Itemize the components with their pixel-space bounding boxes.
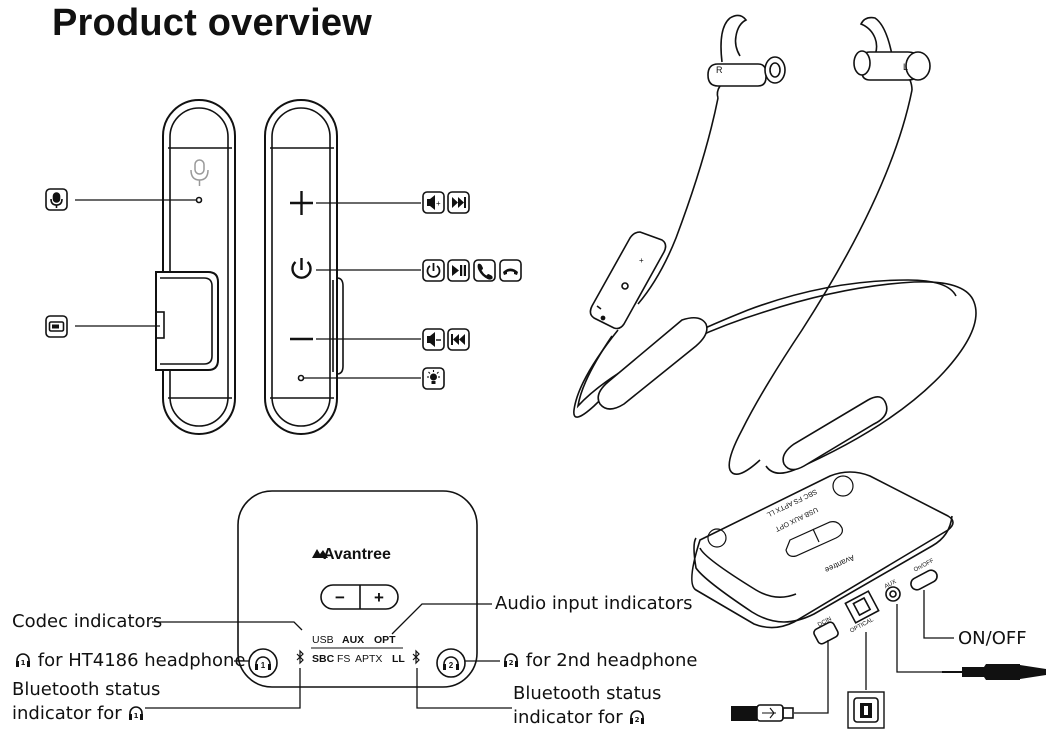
svg-text:1: 1 <box>21 659 26 667</box>
headphone-1-icon: 1 <box>129 706 144 720</box>
mic-icon <box>45 188 68 211</box>
bluetooth-icon <box>412 649 420 665</box>
port-onoff-label: On/OFF <box>913 558 935 574</box>
next-track-icon <box>447 191 470 214</box>
port-aux-label: AUX <box>884 579 898 590</box>
onoff-label: ON/OFF <box>958 628 1027 649</box>
svg-text:2: 2 <box>449 661 454 670</box>
transmitter-3d-view: Avantree USB AUX OPT SBC FS APTX LL DCIN… <box>691 471 954 645</box>
bluetooth-status-2-label: Bluetooth status indicator for 2 <box>513 683 662 728</box>
headphone-2-icon: 2 <box>630 710 645 724</box>
remote-back-view <box>155 99 236 435</box>
remote-front-view <box>264 99 344 435</box>
optical-plug-icon <box>847 691 885 729</box>
transmitter-front-panel: Avantree − + USB AUX OPT SBC FS APTX LL … <box>237 490 478 688</box>
headphone-2-label: 2 for 2nd headphone <box>502 650 697 671</box>
right-earbud-label: R <box>716 65 723 75</box>
power-icon <box>422 259 445 282</box>
svg-text:+: + <box>639 256 644 265</box>
svg-text:2: 2 <box>509 659 514 667</box>
audio-jack-icon <box>942 664 1046 680</box>
indicator-sbc: SBC <box>312 653 335 665</box>
charge-port-icon <box>45 315 68 338</box>
bluetooth-icon <box>296 649 304 665</box>
play-pause-icon <box>447 259 470 282</box>
neckband-earphones: R L + <box>573 14 977 476</box>
brand-logo-text: Avantree <box>323 546 391 563</box>
svg-text:1: 1 <box>134 712 139 720</box>
call-icon <box>473 259 496 282</box>
headphone-1-icon: 1 <box>16 653 30 667</box>
svg-text:2: 2 <box>635 716 640 724</box>
indicator-aptx: APTX <box>355 653 382 665</box>
codec-indicators-label: Codec indicators <box>12 611 163 632</box>
indicator-ll: LL <box>392 653 405 665</box>
audio-input-indicators-label: Audio input indicators <box>495 593 693 614</box>
plus-button-mark <box>290 191 313 215</box>
bluetooth-status-1-label: Bluetooth status indicator for 1 <box>12 679 161 724</box>
hang-up-icon <box>499 259 522 282</box>
port-dcin-label: DCIN <box>817 616 833 628</box>
volume-up-icon: + <box>422 191 445 214</box>
headphone-1-label: 1 for HT4186 headphone <box>14 650 246 671</box>
left-earbud-label: L <box>903 62 908 72</box>
headphone-1-button[interactable]: 1 <box>248 648 278 678</box>
usb-cable-icon <box>731 704 794 722</box>
prev-track-icon <box>447 328 470 351</box>
clip <box>155 271 219 371</box>
volume-down-icon <box>422 328 445 351</box>
indicator-aux: AUX <box>342 634 364 646</box>
brand-logo-icon <box>312 549 328 558</box>
minus-button[interactable]: − <box>335 588 345 607</box>
indicator-opt: OPT <box>374 634 396 646</box>
indicator-fs: FS <box>337 653 350 665</box>
plus-button[interactable]: + <box>374 588 384 607</box>
mic-hole-icon <box>190 159 209 186</box>
indicator-usb: USB <box>312 634 334 646</box>
svg-text:1: 1 <box>261 661 266 670</box>
headphone-2-button[interactable]: 2 <box>436 648 466 678</box>
power-button-mark <box>291 258 312 279</box>
led-light-icon <box>422 367 445 390</box>
headphone-2-icon: 2 <box>504 653 518 667</box>
svg-text:+: + <box>436 199 441 208</box>
page-title: Product overview <box>52 2 372 44</box>
